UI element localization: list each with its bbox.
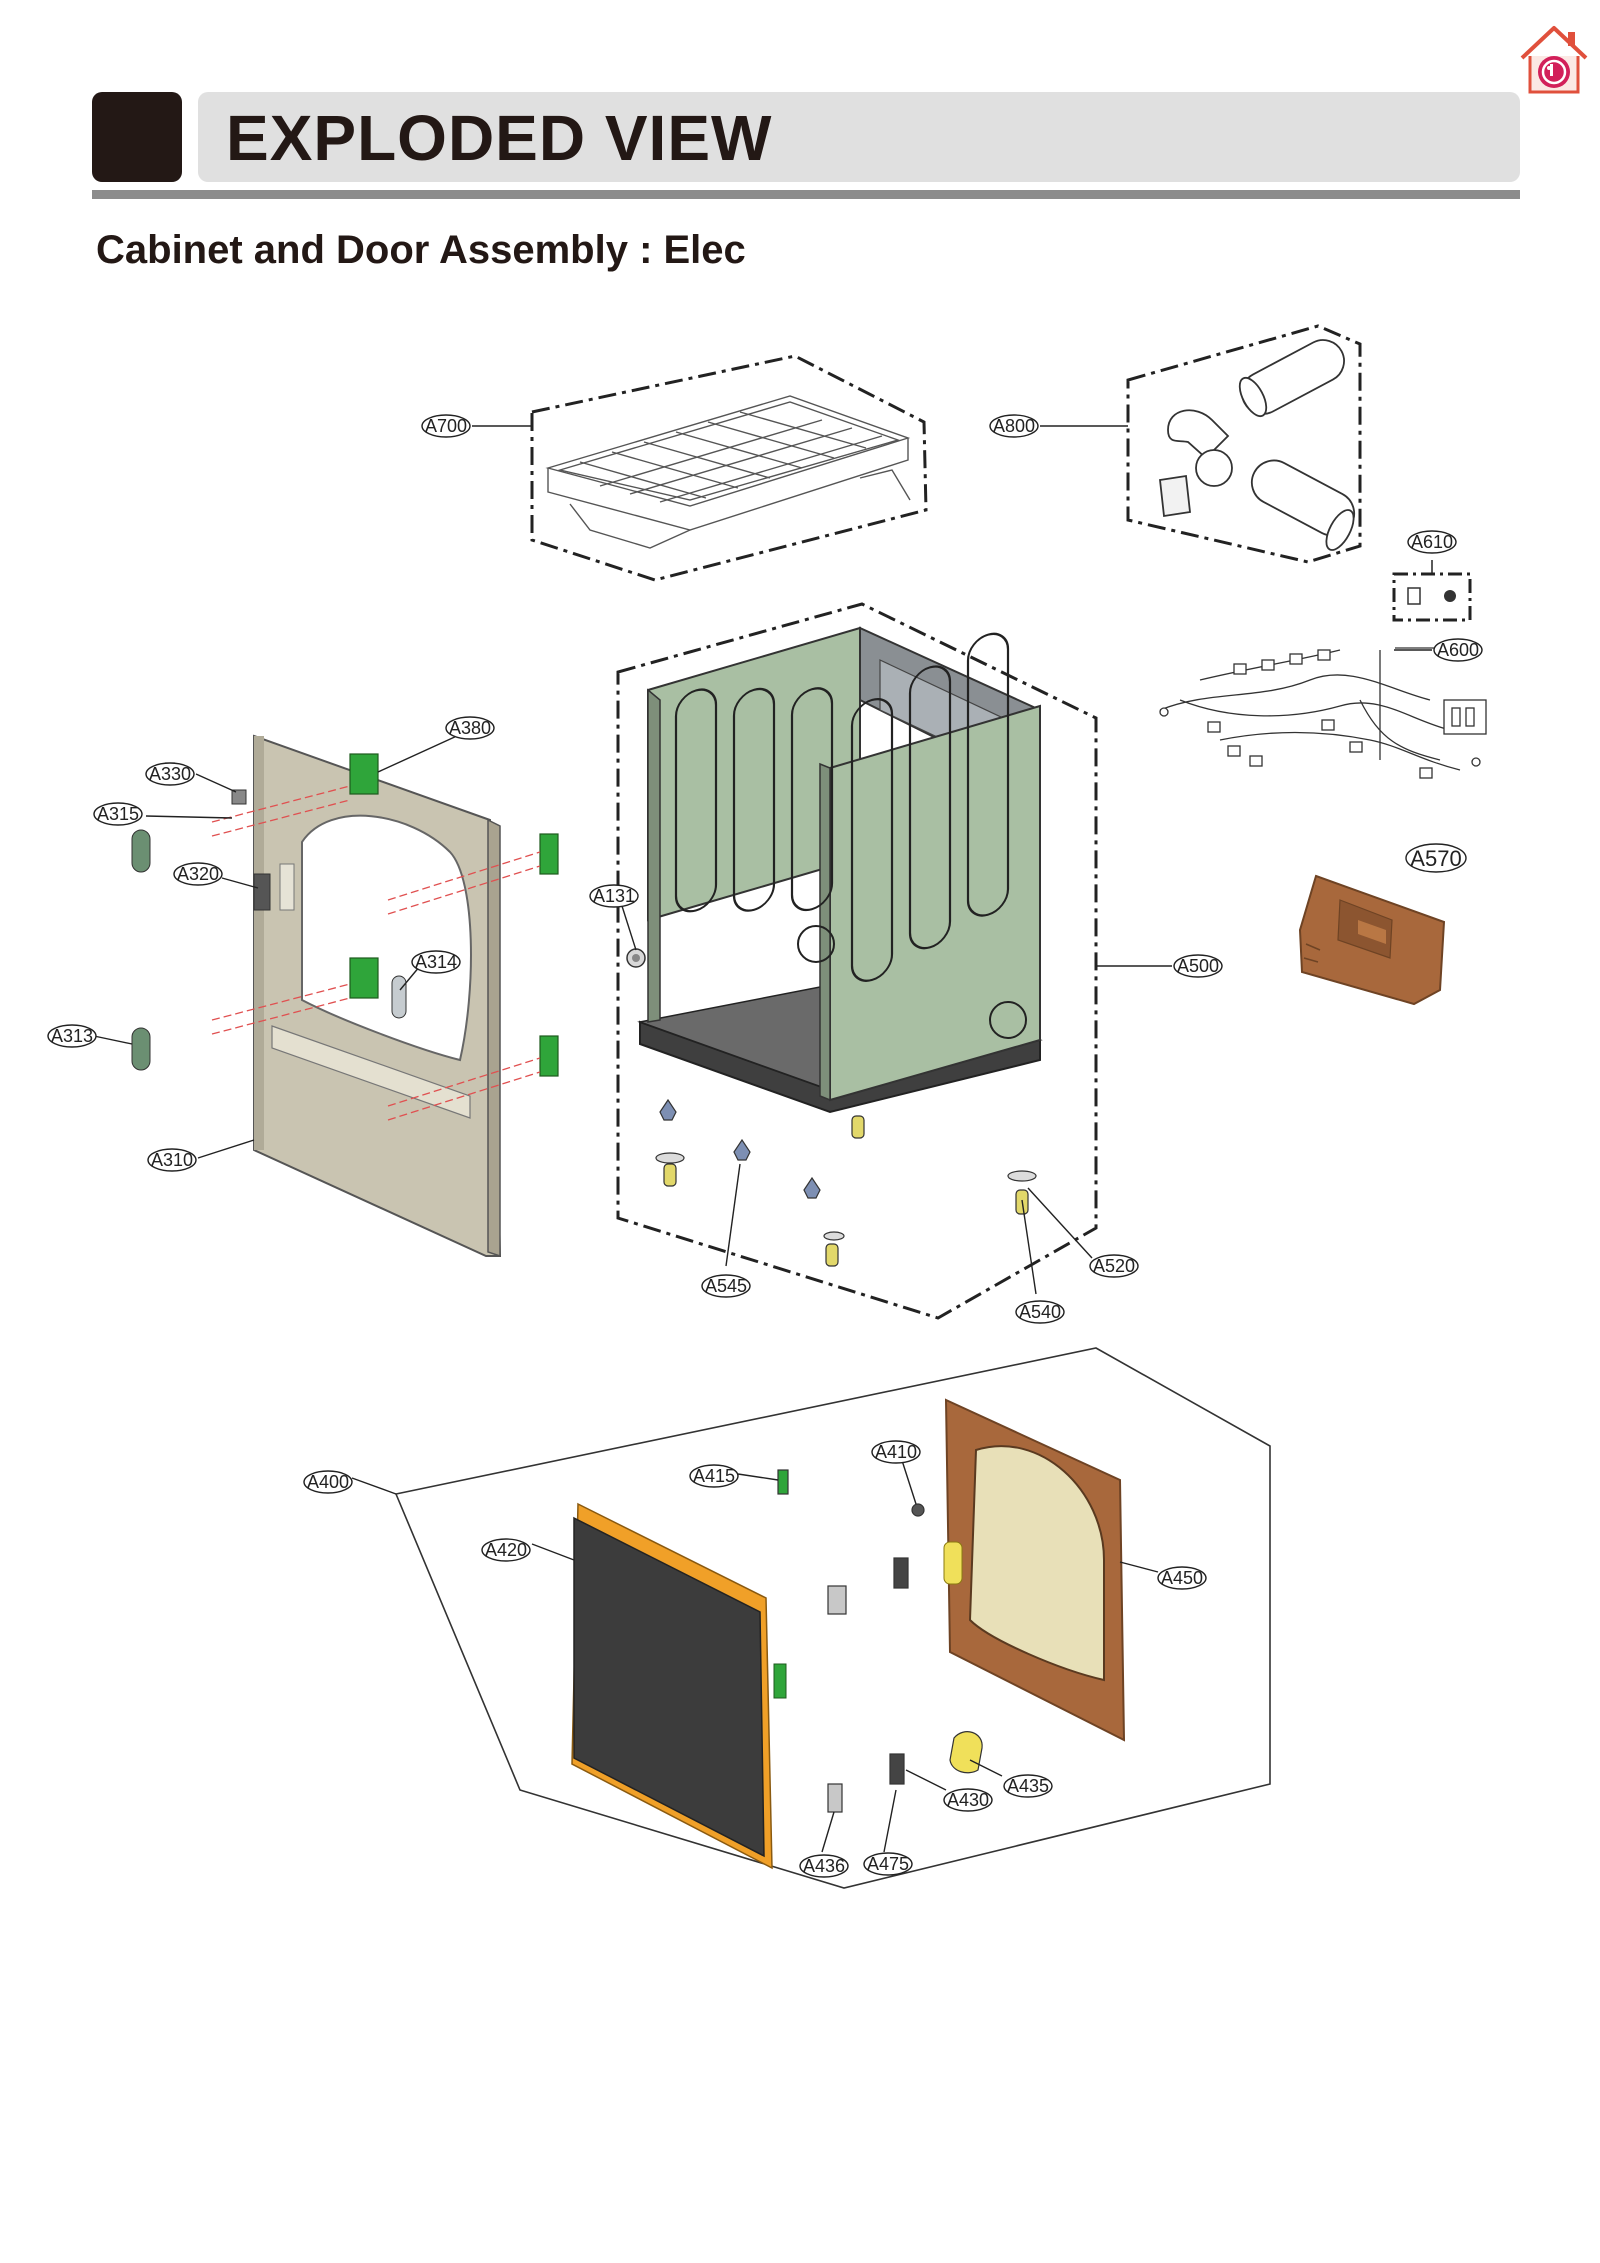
callout-A500: A500 — [1173, 954, 1223, 978]
svg-text:A610: A610 — [1411, 532, 1453, 552]
svg-text:A435: A435 — [1007, 1776, 1049, 1796]
svg-text:A420: A420 — [485, 1540, 527, 1560]
leader-lines — [93, 425, 1432, 1853]
svg-text:A500: A500 — [1177, 956, 1219, 976]
duct-kit-group — [1126, 324, 1362, 564]
callout-A540: A540 — [1015, 1300, 1065, 1324]
header-bar — [198, 92, 1520, 182]
svg-text:A400: A400 — [307, 1472, 349, 1492]
svg-text:A330: A330 — [149, 764, 191, 784]
svg-text:A436: A436 — [803, 1856, 845, 1876]
callout-A320: A320 — [173, 862, 223, 886]
callout-A435: A435 — [1003, 1774, 1053, 1798]
callout-A430: A430 — [943, 1788, 993, 1812]
svg-text:A520: A520 — [1093, 1256, 1135, 1276]
svg-text:A600: A600 — [1437, 640, 1479, 660]
callout-A131: A131 — [589, 884, 639, 908]
callout-A415: A415 — [689, 1464, 739, 1488]
svg-text:A380: A380 — [449, 718, 491, 738]
small-fitting-part — [626, 948, 646, 968]
page-title: EXPLODED VIEW — [226, 102, 773, 174]
callout-A570: A570 — [1405, 843, 1467, 873]
cabinet-group — [616, 602, 1098, 1320]
callout-A800: A800 — [989, 414, 1039, 438]
svg-text:A450: A450 — [1161, 1568, 1203, 1588]
top-cover-part — [545, 395, 911, 549]
lg-home-icon[interactable] — [1516, 22, 1592, 98]
callout-A310: A310 — [147, 1148, 197, 1172]
wire-harness-part — [1159, 647, 1487, 779]
connector-group — [1392, 560, 1472, 622]
svg-text:A320: A320 — [177, 864, 219, 884]
top-cover-group — [530, 354, 928, 582]
callout-A313: A313 — [47, 1024, 97, 1048]
svg-text:A570: A570 — [1410, 846, 1461, 871]
svg-text:A700: A700 — [425, 416, 467, 436]
callout-labels: A700 A800 A610 A600 A570 A380 A330 A315 … — [47, 414, 1483, 1878]
rear-bracket-part — [1298, 874, 1446, 1006]
svg-text:A540: A540 — [1019, 1302, 1061, 1322]
svg-text:A313: A313 — [51, 1026, 93, 1046]
panel-brackets — [349, 753, 559, 1077]
door-panel-part — [571, 1502, 787, 1870]
panel-small-parts — [131, 789, 407, 1071]
callout-A420: A420 — [481, 1538, 531, 1562]
callout-A436: A436 — [799, 1854, 849, 1878]
callout-A545: A545 — [701, 1274, 751, 1298]
section-title: Cabinet and Door Assembly : Elec — [96, 228, 746, 272]
door-assembly-group — [394, 1347, 1271, 1889]
header-block — [92, 92, 182, 182]
callout-A700: A700 — [421, 414, 471, 438]
svg-text:A430: A430 — [947, 1790, 989, 1810]
callout-A330: A330 — [145, 762, 195, 786]
callout-A400: A400 — [303, 1470, 353, 1494]
callout-A315: A315 — [93, 802, 143, 826]
door-inner-part — [943, 1398, 1126, 1742]
callout-A600: A600 — [1433, 638, 1483, 662]
front-panel-group — [131, 734, 559, 1258]
svg-text:A475: A475 — [867, 1854, 909, 1874]
svg-text:A131: A131 — [593, 886, 635, 906]
callout-A380: A380 — [445, 716, 495, 740]
callout-A520: A520 — [1089, 1254, 1139, 1278]
callout-A610: A610 — [1407, 530, 1457, 554]
callout-A450: A450 — [1157, 1566, 1207, 1590]
callout-A410: A410 — [871, 1440, 921, 1464]
callout-A475: A475 — [863, 1852, 913, 1876]
header-divider — [92, 190, 1520, 199]
callout-A314: A314 — [411, 950, 461, 974]
svg-text:A800: A800 — [993, 416, 1035, 436]
leveling-feet-group — [655, 1098, 1037, 1267]
svg-text:A545: A545 — [705, 1276, 747, 1296]
svg-text:A410: A410 — [875, 1442, 917, 1462]
svg-text:A310: A310 — [151, 1150, 193, 1170]
cabinet-part — [637, 626, 1043, 1114]
svg-text:A415: A415 — [693, 1466, 735, 1486]
svg-text:A315: A315 — [97, 804, 139, 824]
svg-text:A314: A314 — [415, 952, 457, 972]
